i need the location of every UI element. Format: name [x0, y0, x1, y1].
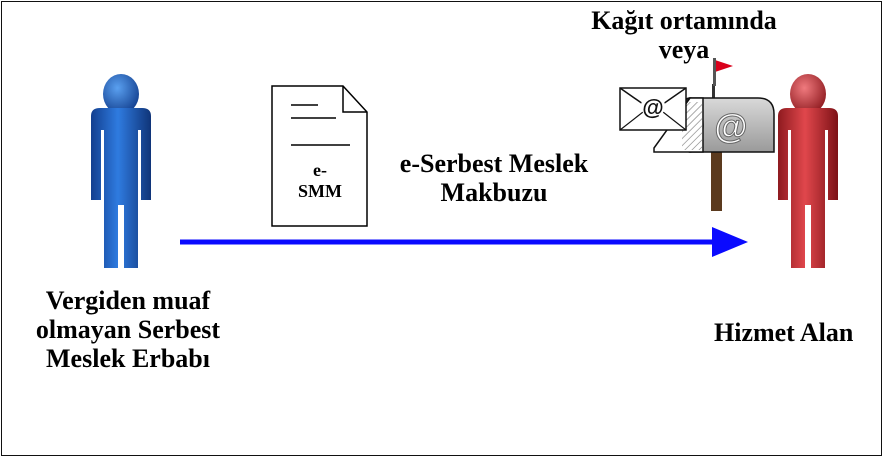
- receiver-label: Hizmet Alan: [714, 318, 854, 347]
- arrow-label: e-Serbest Meslek Makbuzu: [374, 149, 614, 207]
- document-icon: [271, 85, 368, 227]
- sender-label-line: Vergiden muaf: [45, 286, 211, 315]
- mailbox-flag: [715, 60, 733, 72]
- envelope-icon: @: [619, 87, 687, 131]
- receiver-person-icon: [778, 74, 838, 268]
- document-label-line: SMM: [298, 180, 342, 201]
- mailbox-at-symbol: @: [714, 108, 747, 146]
- sender-label: Vergiden muaf olmayan Serbest Meslek Erb…: [10, 286, 246, 373]
- top-note: Kağıt ortamında veya: [566, 6, 802, 64]
- arrow-label-line: e-Serbest Meslek: [399, 149, 589, 178]
- sender-person-icon: [91, 74, 151, 268]
- document-label: e- SMM: [280, 160, 360, 201]
- top-note-line: veya: [658, 35, 710, 65]
- sender-label-line: olmayan Serbest: [35, 315, 221, 345]
- document-label-line: e-: [313, 160, 327, 180]
- envelope-at-symbol: @: [642, 95, 663, 120]
- sender-label-line: Meslek Erbabı: [46, 344, 210, 374]
- arrow-label-line: Makbuzu: [440, 178, 548, 208]
- mailbox-icon: @: [653, 58, 775, 211]
- flow-arrow: [180, 227, 748, 257]
- top-note-line: Kağıt ortamında: [591, 6, 777, 35]
